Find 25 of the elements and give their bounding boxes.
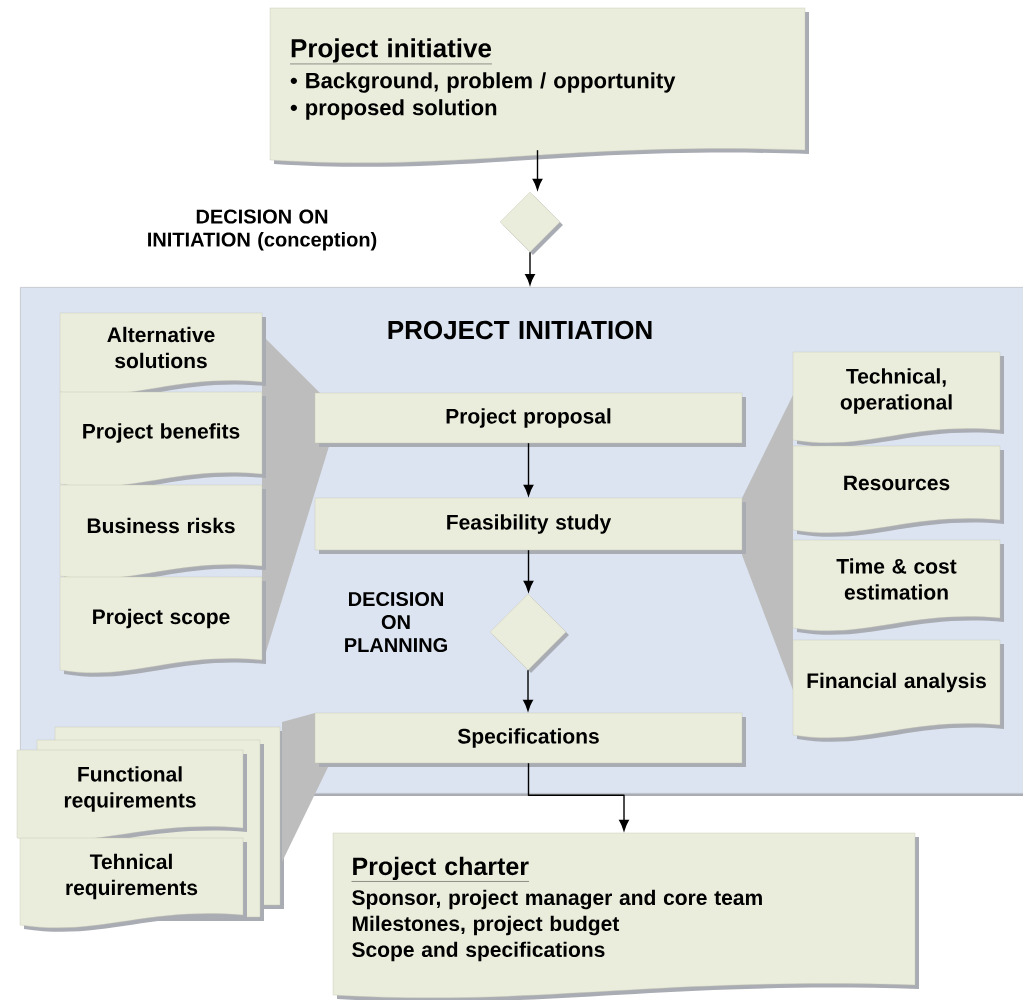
process-box: Specifications	[314, 712, 746, 767]
decision-diamond	[489, 593, 569, 673]
document-box: Resources	[792, 445, 1004, 537]
arrow	[523, 669, 533, 711]
process-box: Feasibility study	[314, 497, 746, 554]
arrow	[523, 442, 534, 496]
decision-label: DECISION ON INITIATION (conception)	[148, 209, 377, 251]
document-box: Project initiative • Background, problem / opportunity • proposed solution	[269, 7, 809, 167]
process-box: Project proposal	[314, 392, 746, 447]
decision-diamond	[499, 191, 563, 255]
document-box: Functional requirements	[16, 749, 247, 845]
document-box: Business risks	[59, 484, 266, 583]
document-box: Project scope	[59, 576, 266, 677]
decision-label: DECISION ON PLANNING	[345, 591, 447, 653]
document-box: Project benefits	[59, 391, 266, 491]
document-box: Financial analysis	[792, 639, 1004, 742]
arrow	[527, 762, 629, 831]
document-box: Technical, operational	[792, 351, 1004, 447]
document-box: Time & cost estimation	[792, 539, 1004, 635]
document-box: Alternative solutions	[59, 312, 266, 399]
document-box: Project charter Sponsor, project manager and core team Milestones, project budget Scope and specifications	[332, 832, 919, 1000]
arrow	[532, 149, 543, 190]
arrow	[523, 549, 534, 592]
arrow	[525, 251, 535, 286]
document-box: Tehnical requirements	[19, 837, 247, 932]
